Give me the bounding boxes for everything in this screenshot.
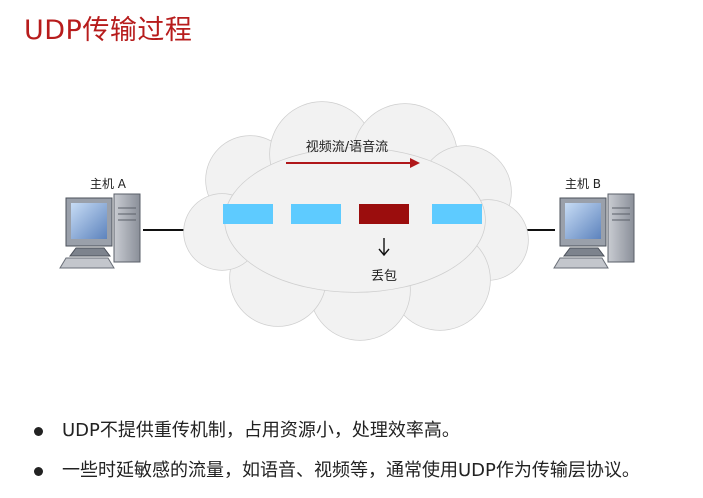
stream-label: 视频流/语音流 bbox=[306, 139, 388, 155]
stream-direction-arrow bbox=[286, 158, 420, 168]
bullet-text: UDP不提供重传机制，占用资源小，处理效率高。 bbox=[62, 420, 460, 441]
host-a-computer-icon bbox=[59, 193, 141, 269]
bullet-item: UDP不提供重传机制，占用资源小，处理效率高。 bbox=[34, 418, 640, 458]
host-b-computer-icon bbox=[553, 193, 635, 269]
bullet-item: 一些时延敏感的流量，如语音、视频等，通常使用UDP作为传输层协议。 bbox=[34, 458, 640, 498]
bullet-text: 一些时延敏感的流量，如语音、视频等，通常使用UDP作为传输层协议。 bbox=[62, 460, 640, 481]
packet-1 bbox=[223, 204, 273, 224]
drop-arrow-icon bbox=[378, 238, 390, 257]
udp-transmission-diagram: 主机 A 主机 B 视频流/语音流 丢包 bbox=[59, 101, 635, 341]
page-title: UDP传输过程 bbox=[24, 15, 193, 46]
packet-4 bbox=[432, 204, 482, 224]
packet-2 bbox=[291, 204, 341, 224]
packet-lost bbox=[359, 204, 409, 224]
bullet-dot-icon bbox=[34, 467, 43, 476]
drop-label: 丢包 bbox=[371, 269, 397, 284]
bullet-dot-icon bbox=[34, 427, 43, 436]
bullet-list: UDP不提供重传机制，占用资源小，处理效率高。 一些时延敏感的流量，如语音、视频… bbox=[34, 418, 640, 498]
host-a-label: 主机 A bbox=[90, 177, 127, 191]
host-b-label: 主机 B bbox=[565, 177, 601, 191]
